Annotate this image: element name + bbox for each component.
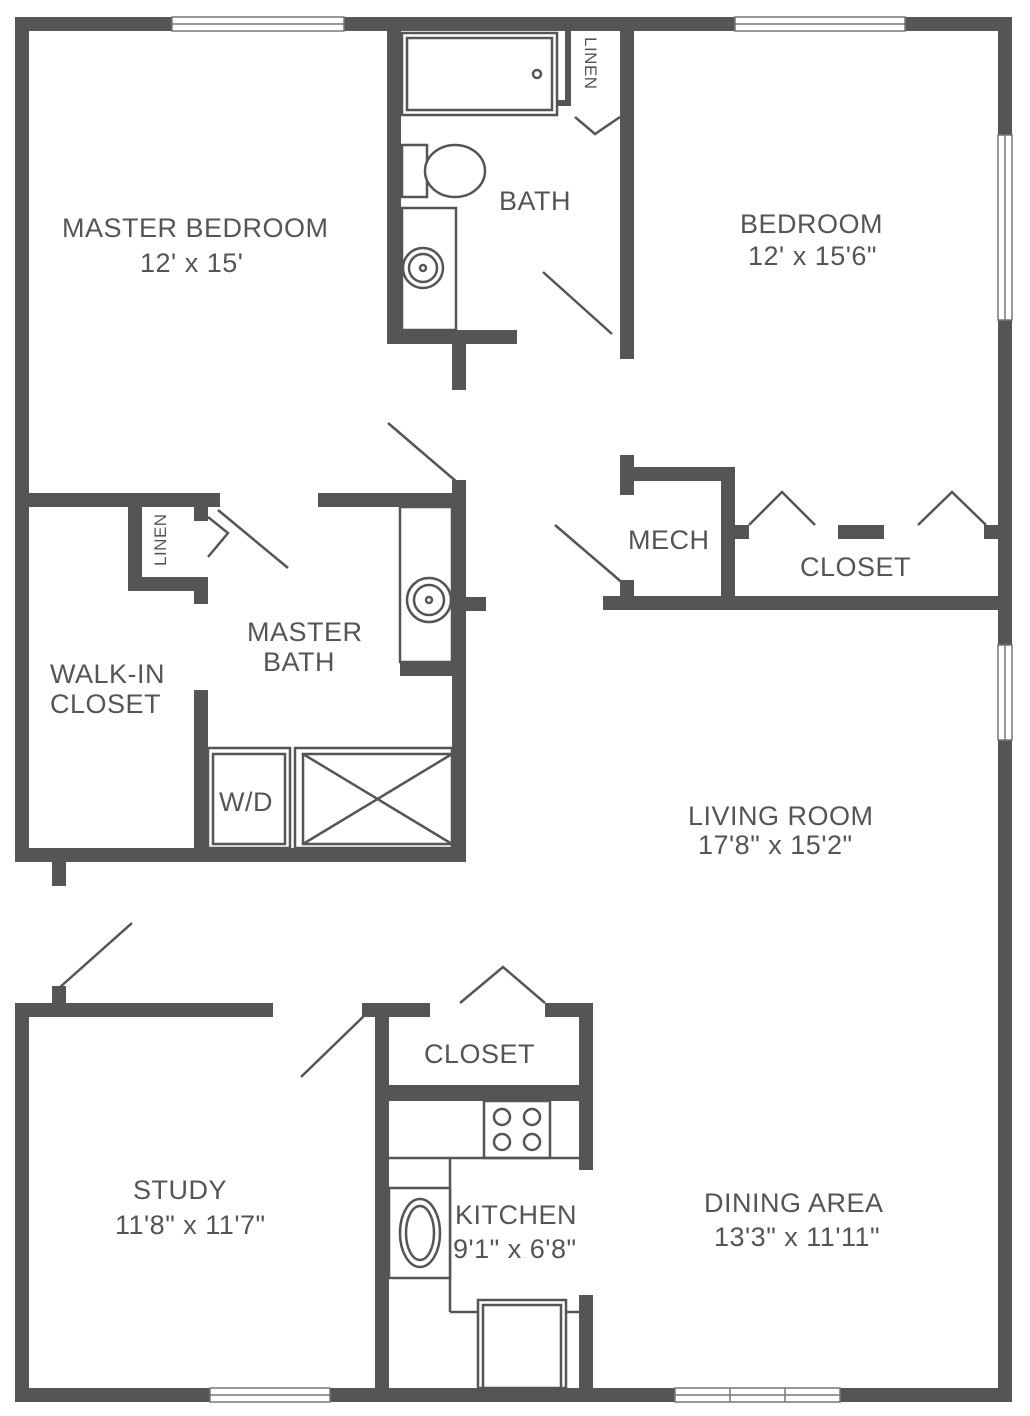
windows	[171, 16, 1013, 1403]
bedroom-closet-name: CLOSET	[800, 552, 911, 582]
kitchen-name: KITCHEN	[455, 1200, 577, 1230]
mech-name: MECH	[628, 525, 710, 555]
bath-name: BATH	[499, 186, 571, 216]
master-bath-name-line2: BATH	[263, 647, 335, 677]
master-bath-name-line1: MASTER	[247, 617, 363, 647]
room-labels: MASTER BEDROOM 12' x 15' BATH LINEN BEDR…	[50, 37, 911, 1264]
living-room-name: LIVING ROOM	[688, 801, 874, 831]
hall-closet-name: CLOSET	[424, 1039, 535, 1069]
study-name: STUDY	[133, 1175, 227, 1205]
master-bedroom-size: 12' x 15'	[140, 248, 243, 278]
door-swings	[58, 115, 987, 1078]
bedroom-name: BEDROOM	[740, 209, 883, 239]
walk-in-closet-line2: CLOSET	[50, 689, 161, 719]
living-room-size: 17'8" x 15'2"	[698, 830, 853, 860]
bath-linen-label: LINEN	[581, 37, 600, 90]
fixtures	[206, 31, 579, 1390]
master-linen-label: LINEN	[151, 513, 170, 566]
interior-walls	[15, 17, 1012, 1402]
washer-dryer-label: W/D	[219, 787, 273, 817]
bedroom-size: 12' x 15'6"	[748, 241, 877, 271]
dining-area-size: 13'3" x 11'11"	[714, 1222, 880, 1252]
dining-area-name: DINING AREA	[704, 1188, 884, 1218]
walk-in-closet-line1: WALK-IN	[50, 659, 165, 689]
master-bedroom-name: MASTER BEDROOM	[62, 213, 329, 243]
kitchen-size: 9'1" x 6'8"	[453, 1234, 577, 1264]
study-size: 11'8" x 11'7"	[115, 1210, 266, 1240]
